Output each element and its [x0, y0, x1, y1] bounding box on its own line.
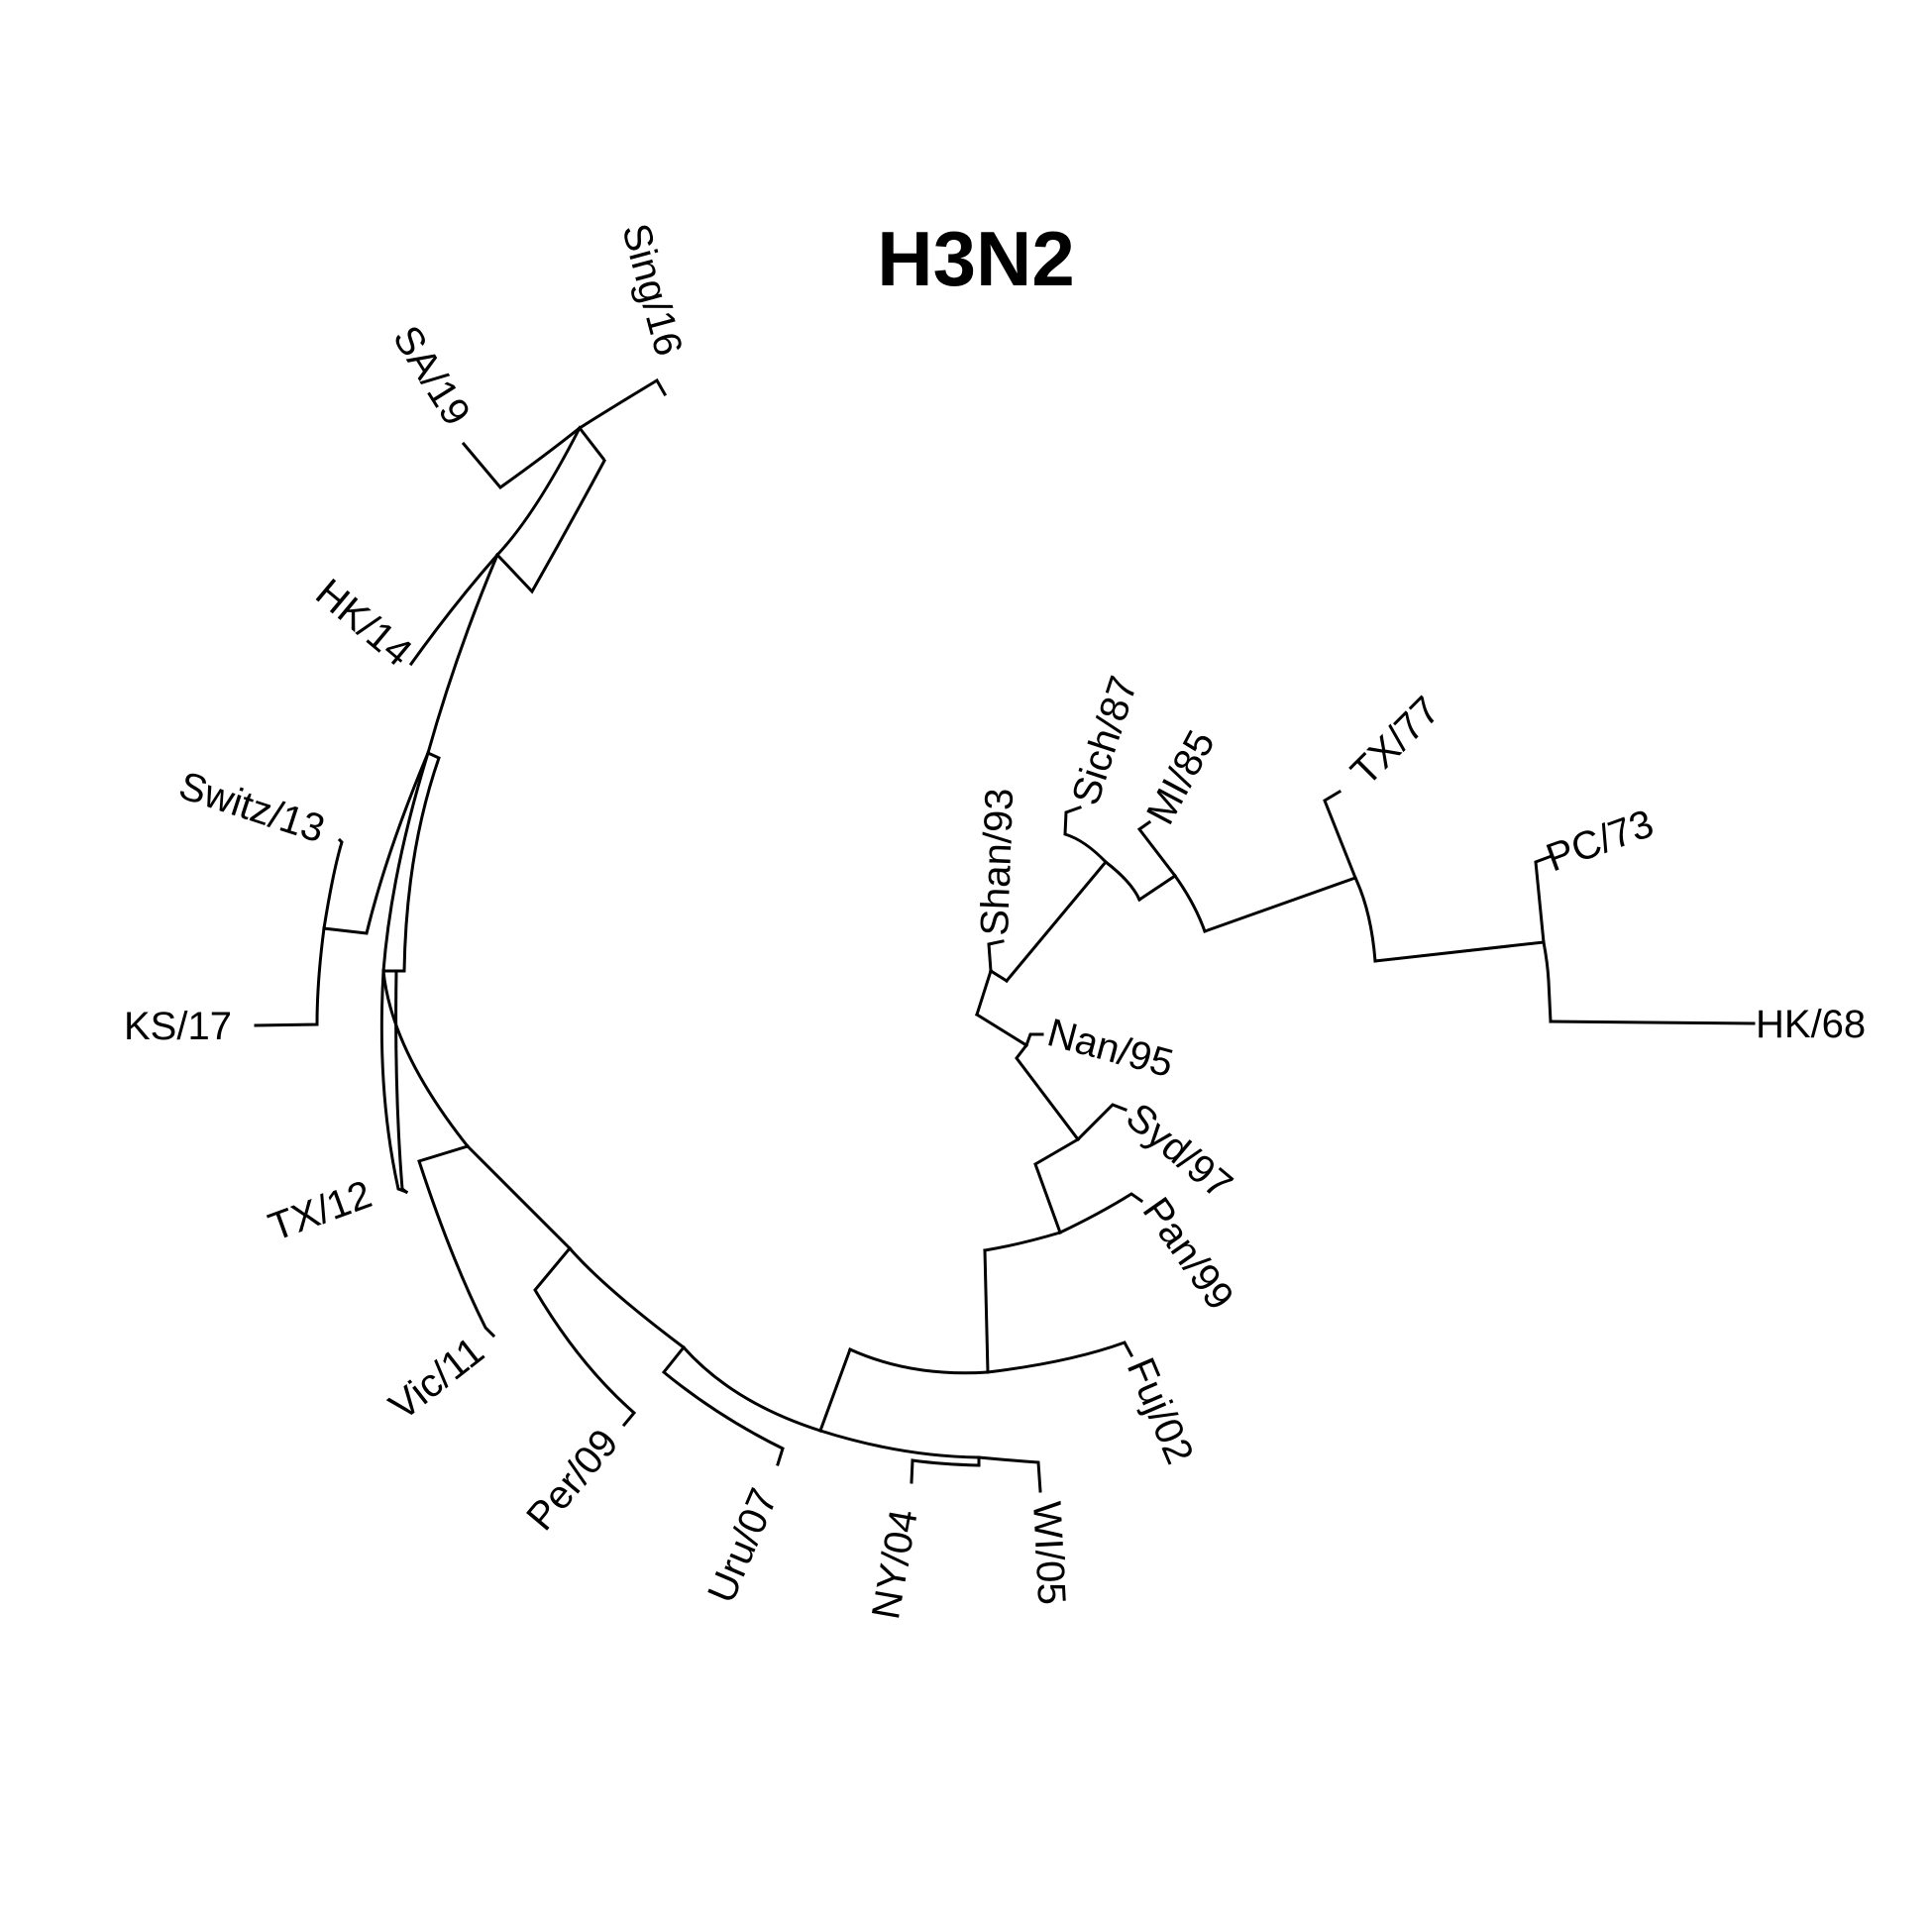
- branch-tx12: [381, 969, 409, 1195]
- tree-branches: [254, 377, 1756, 1493]
- branch-pc73: [1534, 854, 1554, 944]
- branch-wi05: [977, 1455, 1042, 1493]
- leaf-labels: HK/68 PC/73 TX/77 MI/85 Sich/87 Shan/93 …: [124, 219, 1866, 1622]
- branch-sing16: [577, 377, 668, 431]
- leaf-label-nan95: Nan/95: [1043, 1011, 1178, 1086]
- branch-shan93: [987, 939, 1005, 973]
- leaf-label-pan99: Pan/99: [1134, 1190, 1242, 1318]
- leaf-label-shan93: Shan/93: [973, 788, 1021, 936]
- branch-to-pan99-node: [1033, 1136, 1081, 1234]
- leaf-label-sa19: SA/19: [384, 318, 479, 433]
- branch-nan95: [1024, 1032, 1044, 1047]
- leaf-label-sing16: Sing/16: [613, 219, 691, 360]
- node-arc-tx77-clade: [1353, 876, 1377, 963]
- branch-ny04: [910, 1455, 981, 1484]
- branch-to-per09-node: [567, 1245, 687, 1350]
- branch-hk68: [1549, 1020, 1756, 1025]
- node-arc-tx12: [379, 969, 408, 1194]
- leaf-label-uru07: Uru/07: [699, 1482, 786, 1609]
- leaf-label-fuj02: Fuj/02: [1119, 1351, 1202, 1470]
- leaf-label-switz13: Switz/13: [173, 764, 329, 852]
- node-arc-mi85: [1103, 859, 1141, 902]
- node-arc-wi05: [818, 1429, 981, 1459]
- branch-to-hk14-node: [426, 553, 499, 755]
- leaf-label-wi05: WI/05: [1024, 1500, 1073, 1606]
- leaf-label-hk68: HK/68: [1756, 1003, 1866, 1046]
- node-arc-shan93: [988, 968, 1010, 984]
- branch-ks17-switz13-stem: [394, 751, 441, 973]
- branch-ks17-switz13-node: [322, 751, 430, 935]
- leaf-label-vic11: Vic/11: [381, 1329, 492, 1429]
- branch-per09: [533, 1245, 637, 1428]
- node-hk14: [494, 458, 607, 594]
- branch-to-tx12-node: [381, 969, 471, 1149]
- branch-to-ks17-switz13-node: [381, 751, 430, 973]
- leaf-label-tx12: TX/12: [264, 1172, 377, 1249]
- branch-syd97: [1075, 1103, 1127, 1142]
- branch-to-tx77-clade: [1373, 940, 1546, 963]
- leaf-label-tx77: TX/77: [1342, 689, 1449, 795]
- branch-to-syd97-node: [1015, 1042, 1081, 1142]
- branch-mi85: [1136, 819, 1178, 879]
- branch-switz13: [322, 837, 344, 930]
- branch-to-mi85-clade: [1203, 876, 1357, 933]
- branch-to-shan93: [1004, 859, 1109, 984]
- branch-sa19: [461, 425, 583, 490]
- branch-ks17: [254, 926, 326, 1027]
- branch-vic11: [417, 1144, 496, 1339]
- branch-to-fuj02-node: [983, 1248, 990, 1374]
- branch-shan93-stem: [975, 969, 993, 1017]
- leaf-label-pc73: PC/73: [1541, 802, 1660, 880]
- branch-to-sa19-sing16-node: [494, 425, 606, 558]
- leaf-label-hk14: HK/14: [307, 571, 419, 675]
- node-arc-hk68-pc73: [1542, 940, 1553, 1023]
- branch-sich87: [1063, 805, 1109, 865]
- branch-hk14: [408, 552, 500, 667]
- tree-title: H3N2: [877, 215, 1074, 302]
- branch-mi85-node: [1136, 873, 1178, 903]
- branch-to-nan95-node: [974, 1012, 1029, 1048]
- node-arc-fuj02: [848, 1347, 990, 1375]
- node-arc-pan99: [983, 1231, 1062, 1252]
- branch-to-uru07-node: [681, 1344, 822, 1433]
- leaf-label-per09: Per/09: [518, 1421, 626, 1539]
- branch-to-ny04-node: [818, 1347, 852, 1433]
- leaf-label-sich87: Sich/87: [1064, 671, 1146, 809]
- branch-tx77: [1323, 789, 1357, 880]
- branch-uru07: [661, 1344, 785, 1466]
- leaf-label-ny04: NY/04: [864, 1506, 926, 1622]
- leaf-label-mi85: MI/85: [1138, 723, 1224, 831]
- node-arc-mi85-clade: [1172, 873, 1207, 933]
- branch-pan99: [1058, 1192, 1144, 1234]
- leaf-label-syd97: Syd/97: [1118, 1095, 1240, 1208]
- branch-to-vic11-node: [465, 1143, 573, 1251]
- branch-fuj02: [986, 1341, 1134, 1374]
- leaf-label-ks17: KS/17: [124, 1005, 232, 1048]
